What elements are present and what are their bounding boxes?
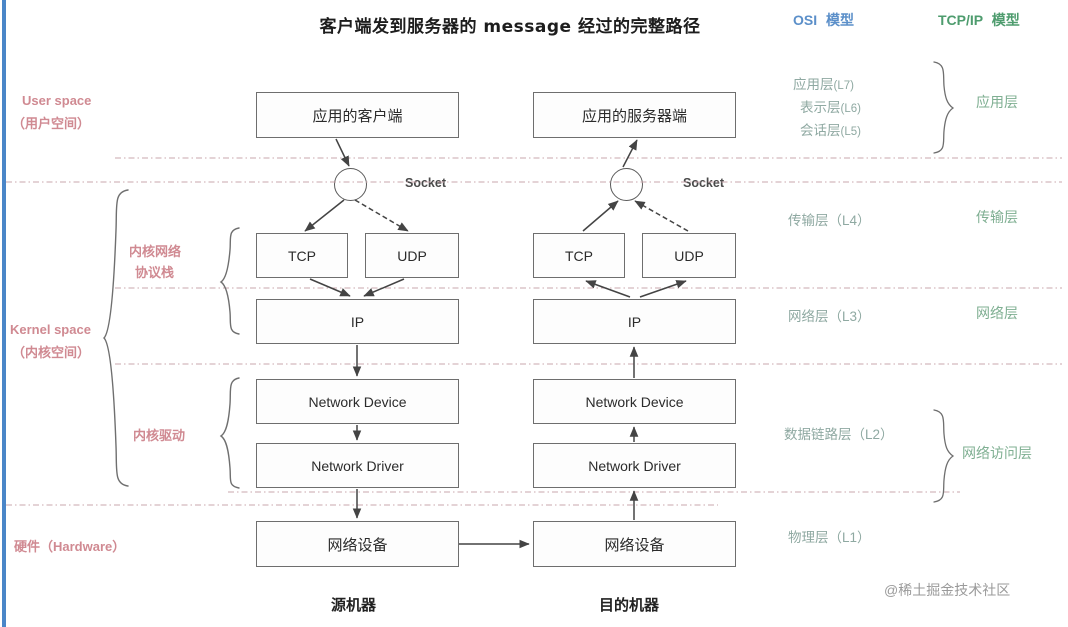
arrow-server-udp-to-socket — [634, 200, 689, 232]
arrow-server-socket-to-app — [622, 139, 638, 168]
osi-layer-l7-code: (L7) — [833, 80, 854, 92]
arrow-client-udp-to-ip — [363, 278, 405, 297]
arrow-server-tcp-to-socket — [582, 200, 619, 232]
tcpip-layer-application: 应用层 — [976, 94, 1018, 110]
server-ip-box[interactable]: IP — [533, 299, 736, 344]
page-title: 客户端发到服务器的 message 经过的完整路径 — [319, 17, 701, 37]
server-udp-box[interactable]: UDP — [642, 233, 736, 278]
osi-layer-l6-code: (L6) — [840, 103, 861, 115]
server-application-box[interactable]: 应用的服务器端 — [533, 92, 736, 138]
kernel-driver-label: 内核驱动 — [133, 428, 186, 443]
osi-layer-l4-name: 传输层 — [788, 213, 829, 228]
osi-layer-l1-code: （L1） — [828, 530, 871, 545]
tcpip-layer-internet: 网络层 — [976, 305, 1018, 321]
client-hardware-device-box[interactable]: 网络设备 — [256, 521, 459, 567]
client-ip-box[interactable]: IP — [256, 299, 459, 344]
watermark: @稀土掘金技术社区 — [884, 582, 1011, 598]
client-tcp-box[interactable]: TCP — [256, 233, 348, 278]
tcpip-application-brace — [933, 61, 955, 154]
arrow-client-tcp-to-ip — [309, 278, 351, 297]
client-network-device-box[interactable]: Network Device — [256, 379, 459, 424]
server-network-driver-box[interactable]: Network Driver — [533, 443, 736, 488]
tcpip-model-header: TCP/IP 模型 — [938, 10, 1020, 30]
server-tcp-box[interactable]: TCP — [533, 233, 625, 278]
tcpip-header-en: TCP/IP — [938, 12, 983, 28]
osi-header-cn: 模型 — [826, 12, 855, 28]
left-accent-bar — [2, 0, 6, 627]
kernel-net-stack-label-line1: 内核网络 — [129, 244, 182, 259]
arrow-client-socket-to-udp — [354, 199, 409, 232]
arrow-server-ip-to-udp — [639, 280, 687, 298]
tcpip-layer-network-access: 网络访问层 — [962, 445, 1032, 461]
user-space-label-cn: （用户空间） — [12, 116, 91, 131]
arrow-server-ip-to-tcp — [585, 280, 631, 298]
source-machine-label: 源机器 — [331, 597, 377, 614]
tcpip-network-access-brace — [933, 409, 955, 503]
client-application-box[interactable]: 应用的客户端 — [256, 92, 459, 138]
osi-layer-l7-name: 应用层 — [793, 77, 834, 92]
kernel-net-stack-brace — [219, 227, 240, 335]
destination-machine-label: 目的机器 — [599, 597, 660, 614]
osi-layer-l3-code: （L3） — [828, 309, 871, 324]
tcpip-layer-transport: 传输层 — [976, 209, 1018, 225]
osi-layer-l6-name: 表示层 — [800, 100, 841, 115]
kernel-space-brace — [103, 189, 129, 487]
osi-layer-l6: 表示层(L6) — [800, 96, 861, 116]
client-socket-circle[interactable] — [334, 168, 367, 201]
user-space-label-en: User space — [22, 93, 92, 108]
osi-layer-l5: 会话层(L5) — [800, 119, 861, 139]
tcpip-header-cn: 模型 — [991, 12, 1020, 28]
server-network-device-box[interactable]: Network Device — [533, 379, 736, 424]
kernel-space-label-cn: （内核空间） — [12, 345, 91, 360]
kernel-net-stack-label-line2: 协议栈 — [135, 265, 175, 280]
osi-layer-l4-code: （L4） — [828, 213, 871, 228]
client-socket-label: Socket — [405, 176, 446, 190]
osi-layer-l3-name: 网络层 — [788, 309, 829, 324]
client-udp-box[interactable]: UDP — [365, 233, 459, 278]
osi-layer-l1-name: 物理层 — [788, 530, 829, 545]
server-socket-circle[interactable] — [610, 168, 643, 201]
server-hardware-device-box[interactable]: 网络设备 — [533, 521, 736, 567]
osi-layer-l5-code: (L5) — [840, 126, 861, 138]
osi-layer-l2: 数据链路层（L2） — [784, 423, 894, 443]
kernel-space-label-en: Kernel space — [10, 322, 91, 337]
client-network-driver-box[interactable]: Network Driver — [256, 443, 459, 488]
arrow-client-socket-to-tcp — [304, 199, 345, 232]
osi-layer-l2-code: （L2） — [851, 427, 894, 442]
hardware-label: 硬件（Hardware） — [14, 539, 126, 554]
osi-layer-l4: 传输层（L4） — [788, 209, 871, 229]
osi-layer-l2-name: 数据链路层 — [784, 427, 852, 442]
osi-layer-l3: 网络层（L3） — [788, 305, 871, 325]
osi-layer-l7: 应用层(L7) — [793, 73, 854, 93]
osi-layer-l1: 物理层（L1） — [788, 526, 871, 546]
arrow-client-app-to-socket — [335, 138, 350, 167]
kernel-driver-brace — [219, 377, 240, 489]
osi-header-en: OSI — [793, 12, 818, 28]
server-socket-label: Socket — [683, 176, 724, 190]
osi-model-header: OSI 模型 — [793, 10, 854, 30]
osi-layer-l5-name: 会话层 — [800, 123, 841, 138]
